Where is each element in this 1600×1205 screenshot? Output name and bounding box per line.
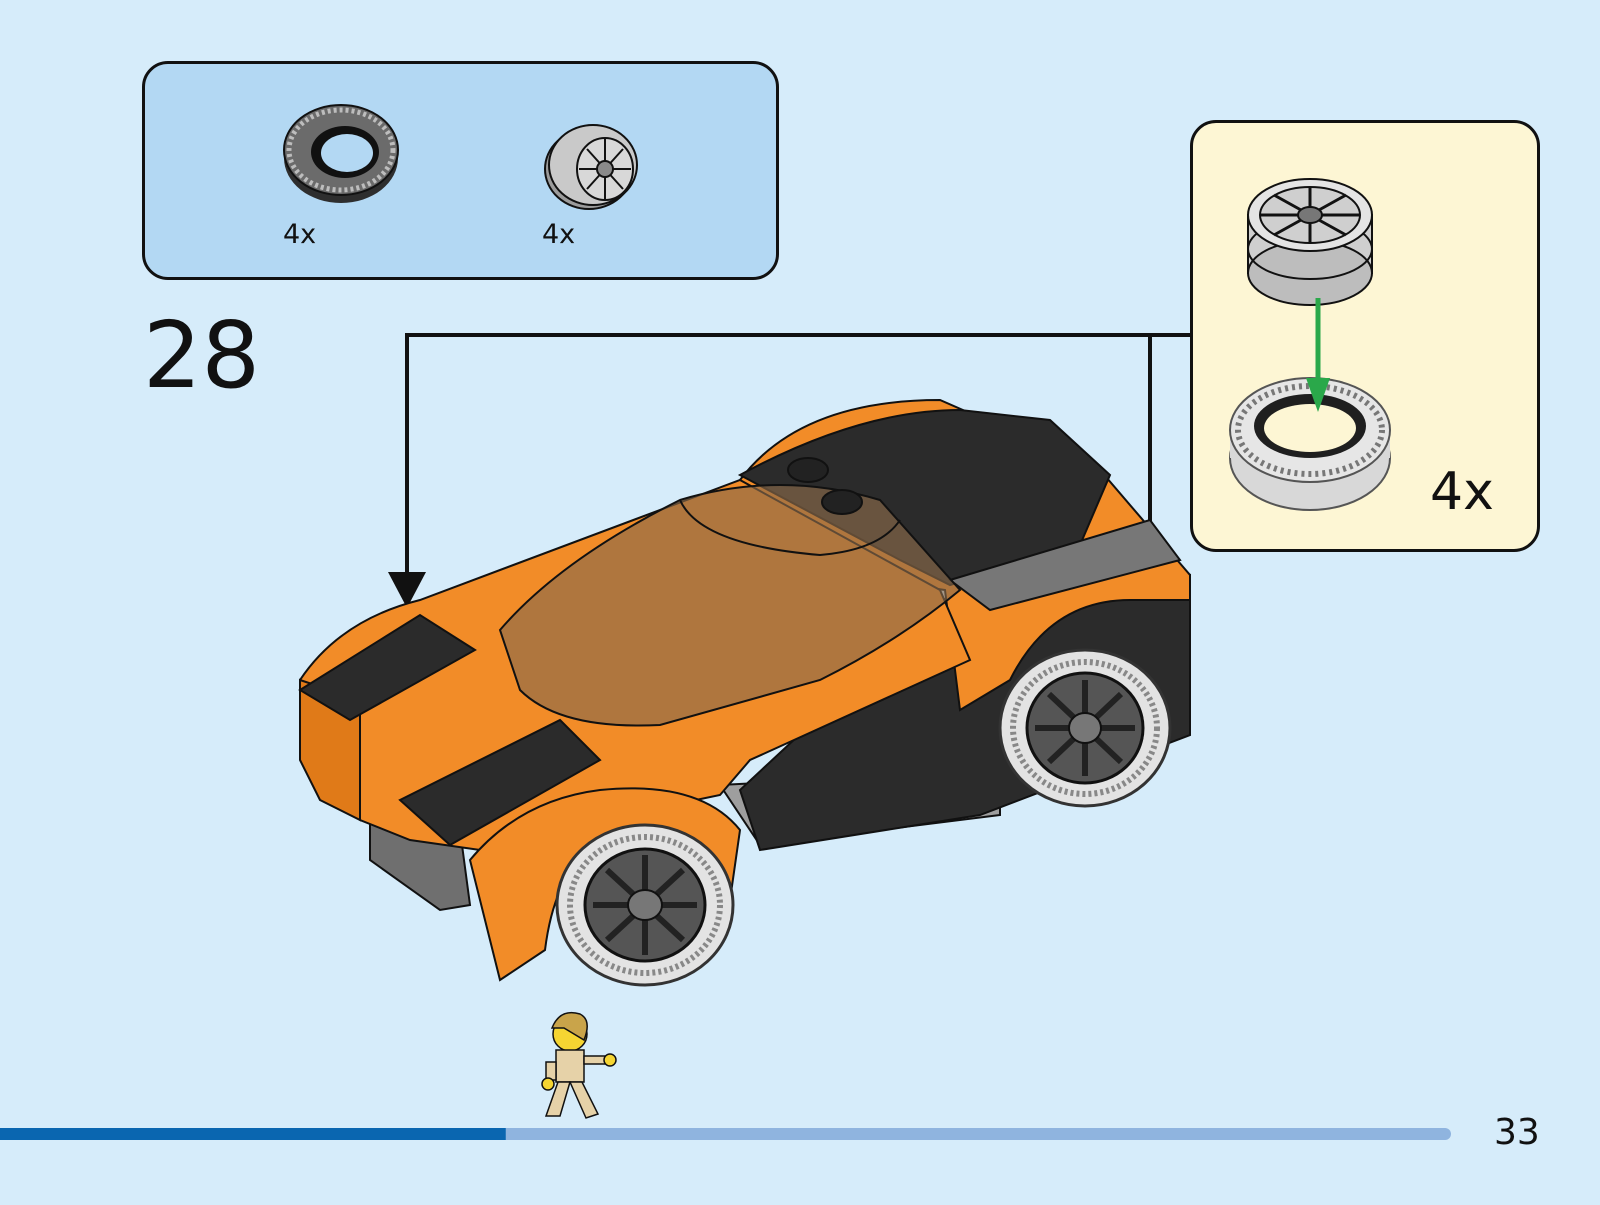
callout-quantity: 4x (1430, 462, 1494, 522)
step-number: 28 (143, 302, 261, 409)
tire-quantity: 4x (283, 219, 317, 250)
parts-list-box (142, 61, 779, 280)
wheel-rim-quantity: 4x (542, 219, 576, 250)
front-wheel-arrow-icon (388, 572, 426, 608)
page-number: 33 (1494, 1112, 1540, 1153)
